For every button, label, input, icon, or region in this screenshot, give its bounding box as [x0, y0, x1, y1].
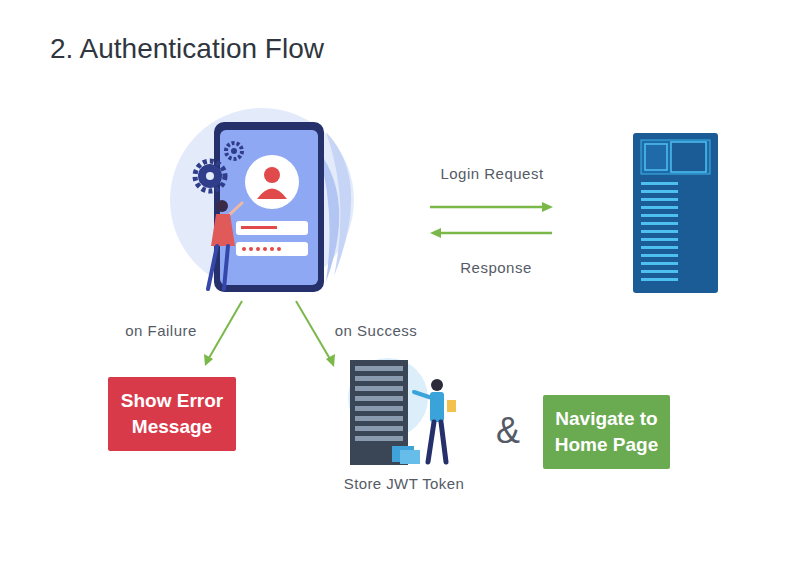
caption: Store JWT Token	[344, 474, 465, 494]
password-field	[236, 242, 308, 256]
error-box: Show Error Message	[108, 377, 236, 451]
flow-label: on Success	[335, 322, 418, 339]
ampersand: &	[496, 410, 520, 452]
failure-arrow	[204, 301, 242, 366]
storage-illustration	[348, 358, 456, 465]
input-field	[236, 221, 308, 235]
storage-node: Store JWT Token	[336, 352, 473, 498]
woman-figure	[208, 200, 242, 289]
server-illustration	[633, 133, 718, 293]
navigate-box: Navigate to Home Page	[543, 395, 670, 469]
box-label: Show Error Message	[116, 388, 228, 439]
flow-label: Response	[460, 259, 532, 276]
password-dots	[242, 247, 281, 251]
background-circle	[170, 108, 354, 292]
title: 2. Authentication Flow	[50, 33, 324, 65]
flow-label: Login Request	[440, 165, 543, 182]
gear	[195, 161, 225, 191]
gear-hole	[206, 172, 214, 180]
response-arrow	[430, 228, 552, 238]
avatar-circle	[245, 155, 299, 209]
request-arrow	[430, 202, 553, 212]
input-text	[241, 226, 277, 229]
flow-label: on Failure	[125, 322, 197, 339]
avatar-body	[257, 189, 287, 200]
gear	[198, 164, 222, 188]
success-arrow	[296, 301, 335, 367]
box-label: Navigate to Home Page	[551, 406, 662, 457]
phone-screen	[220, 130, 318, 285]
phone-body	[214, 122, 324, 292]
gear	[231, 148, 237, 154]
avatar-head	[264, 167, 280, 183]
gear	[226, 143, 242, 159]
